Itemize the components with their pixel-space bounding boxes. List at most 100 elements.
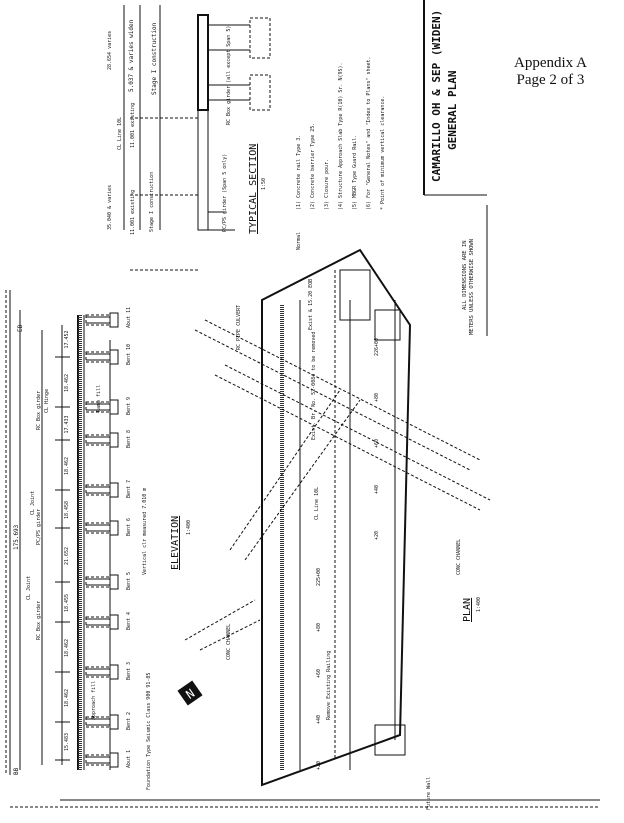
units-note-line2: METERS UNLESS OTHERWISE SHOWN [469,239,475,335]
support-label: Bent 10 [126,344,132,365]
note-item: (1) Concrete rail Type 3. [296,135,302,210]
support-label: Bent 5 [126,572,132,590]
note-item: (6) For "General Notes" and "Index to Pl… [366,56,372,210]
support-column [85,432,119,448]
plan-label: Future Wall [426,777,432,810]
plan-label: Exist & 15.20 EOB [308,279,314,330]
span-dimension: 15.483 [64,733,70,751]
plan-label: Remove Existing Railing [326,651,332,720]
support-label: Bent 4 [126,612,132,630]
girder-label: RC Box girder [36,391,42,430]
span-dimension: 18.458 [64,501,70,519]
eb-label: EB [17,324,24,332]
girder-left-label: PC/PS girder (Span 5 only) [222,154,228,232]
typical-section-scale: 1:50 [261,178,267,190]
support-label: Abut 1 [126,750,132,768]
width-left-label: 35.040 & varies [107,185,113,230]
clearance-note: Vertical clr measured 7.010 m [142,488,148,575]
note-item: (2) Concrete barrier Type 25. [310,123,316,210]
span-dimension: 17.433 [64,415,70,433]
support-column [85,664,119,680]
support-label: Bent 6 [126,518,132,536]
span-dimension: 18.462 [64,689,70,707]
joint-label: CL Joint [26,576,32,600]
north-arrow-icon: N [177,680,203,706]
support-column [85,714,119,730]
channel-lines [184,319,491,651]
note-item: (3) Closure pour. [324,159,330,210]
span-dimension: 18.462 [64,457,70,475]
channel-line [204,319,481,461]
girder-label: PC/PS girder [36,509,42,545]
support-column [85,574,119,590]
foundation-note: Foundation Type Seismic Class 900 91-85 [146,673,152,790]
girder-right-label: RC Box girder (all except Span 5) [226,26,232,125]
appendix-label: Appendix A [514,55,587,71]
station-label: +40 [374,485,380,494]
span-dimension: 17.452 [64,330,70,348]
span-dimension: 18.455 [64,594,70,612]
station-label: +80 [316,623,322,632]
station-label: +60 [374,439,380,448]
cl-line-label: CL Line 10L [117,117,123,150]
channel-line [199,619,261,651]
span-dimension: 18.462 [64,639,70,657]
station-label: 225+00 [316,568,322,586]
channel-line [229,389,341,551]
support-column [85,399,119,415]
plan-label: RC PIPE CULVERT [236,305,242,350]
bb-label: BB [13,767,20,775]
channel-line [244,399,361,561]
support-column [85,752,119,768]
elevation-scale: 1:400 [186,520,192,535]
page-number: Page 2 of 3 [516,72,585,88]
typical-section: 28.654 varies 35.040 & varies 11.001 exi… [107,5,386,271]
plan-title: PLAN [462,598,473,622]
note-item: (5) MBGR Type Guard Rail. [352,135,358,210]
support-column [85,312,119,328]
stage-right-label: Stage I construction [151,22,158,95]
station-label: +60 [316,669,322,678]
span-dimension: 21.652 [64,547,70,565]
elevation-total-length: 175.693 [13,524,20,550]
sheet-title: CAMARILLO OH & SEP (WIDEN) [430,10,443,182]
plan-label: Exist. Br. No. 52-0084 to be removed [311,332,317,440]
approach-label: Ramp fill [96,385,102,412]
title-block: CAMARILLO OH & SEP (WIDEN) GENERAL PLAN [423,0,487,196]
existing-left-label: 11.001 existing [130,190,136,235]
typical-section-title: TYPICAL SECTION [248,144,259,234]
supports: Abut 1 Bent 2 Bent 3 Bent 4 Bent 5 Bent 6 Bent… [85,307,132,768]
station-label: +40 [316,715,322,724]
station-label: +80 [374,393,380,402]
support-column [85,614,119,630]
appendix-header: Appendix A Page 2 of 3 [514,55,587,89]
widen-right-label: 5.037 & varies widen [128,19,135,92]
support-label: Bent 8 [126,430,132,448]
note-item: * Point of minimum vertical clearance. [380,96,386,210]
channel-line [194,329,471,471]
elevation-title: ELEVATION [170,516,181,570]
units-note-line1: ALL DIMENSIONS ARE IN [462,240,468,310]
channel-line [184,599,256,641]
station-label: +20 [374,531,380,540]
channel-line [224,364,491,501]
normal-label: Normal [296,232,302,250]
station-label: +20 [316,761,322,770]
station-label: 226+00 [374,338,380,356]
channel-line [214,374,481,511]
plan-label: CL Line 10L [314,487,320,520]
units-note: ALL DIMENSIONS ARE IN METERS UNLESS OTHE… [462,205,488,336]
stage-left-label: Stage I construction [149,172,155,232]
span-dimensions: 15.483 18.462 18.462 18.455 21.652 18.458 18.4… [55,330,70,761]
support-label: Bent 2 [126,712,132,730]
elevation-view: 175.693 BB EB RC Box girder PC/PS girder… [5,290,192,790]
width-right-label: 28.654 varies [107,31,113,70]
support-label: Bent 3 [126,662,132,680]
approach-label: Approach fill [91,681,97,720]
plan-label: CONC CHANNEL [456,539,462,575]
existing-right-label: 11.001 existing [130,103,136,148]
support-label: Bent 9 [126,397,132,415]
